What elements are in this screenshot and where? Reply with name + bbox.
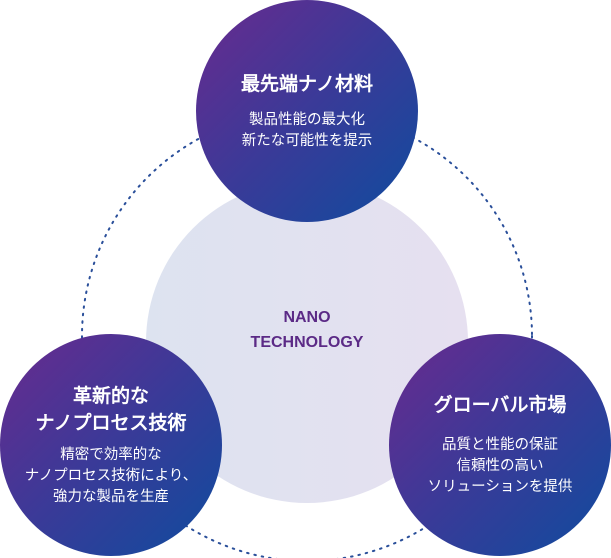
title-line: 革新的な xyxy=(72,384,149,407)
bubble-title: グローバル市場 xyxy=(434,392,567,419)
center-title-line: TECHNOLOGY xyxy=(250,334,364,351)
bubble-title: 革新的な ナノプロセス技術 xyxy=(35,383,186,437)
bubble-innovative-process: 革新的な ナノプロセス技術 精密で効率的な ナノプロセス技術により、 強力な製品… xyxy=(0,334,222,556)
desc-line: 精密で効率的な xyxy=(60,446,162,463)
bubble-global-market: グローバル市場 品質と性能の保証 信頼性の高い ソリューションを提供 xyxy=(389,334,611,556)
bubble-advanced-nanomaterials: 最先端ナノ材料 製品性能の最大化 新たな可能性を提示 xyxy=(196,0,418,222)
desc-line: 信頼性の高い xyxy=(456,458,544,474)
desc-line: 製品性能の最大化 xyxy=(249,111,365,128)
bubble-description: 精密で効率的な ナノプロセス技術により、 強力な製品を生産 xyxy=(25,445,197,508)
desc-line: ナノプロセス技術により、 xyxy=(24,467,198,484)
bubble-description: 製品性能の最大化 新たな可能性を提示 xyxy=(242,110,373,152)
desc-line: 強力な製品を生産 xyxy=(53,488,169,505)
title-line: グローバル市場 xyxy=(433,394,567,416)
center-title: NANO TECHNOLOGY xyxy=(251,305,364,355)
title-line: 最先端ナノ材料 xyxy=(240,72,374,95)
bubble-description: 品質と性能の保証 信頼性の高い ソリューションを提供 xyxy=(428,435,573,498)
center-title-line: NANO xyxy=(283,309,331,326)
title-line: ナノプロセス技術 xyxy=(35,411,187,434)
desc-line: 品質と性能の保証 xyxy=(442,437,558,453)
desc-line: 新たな可能性を提示 xyxy=(241,132,373,149)
desc-line: ソリューションを提供 xyxy=(427,479,573,495)
bubble-title: 最先端ナノ材料 xyxy=(241,71,373,98)
